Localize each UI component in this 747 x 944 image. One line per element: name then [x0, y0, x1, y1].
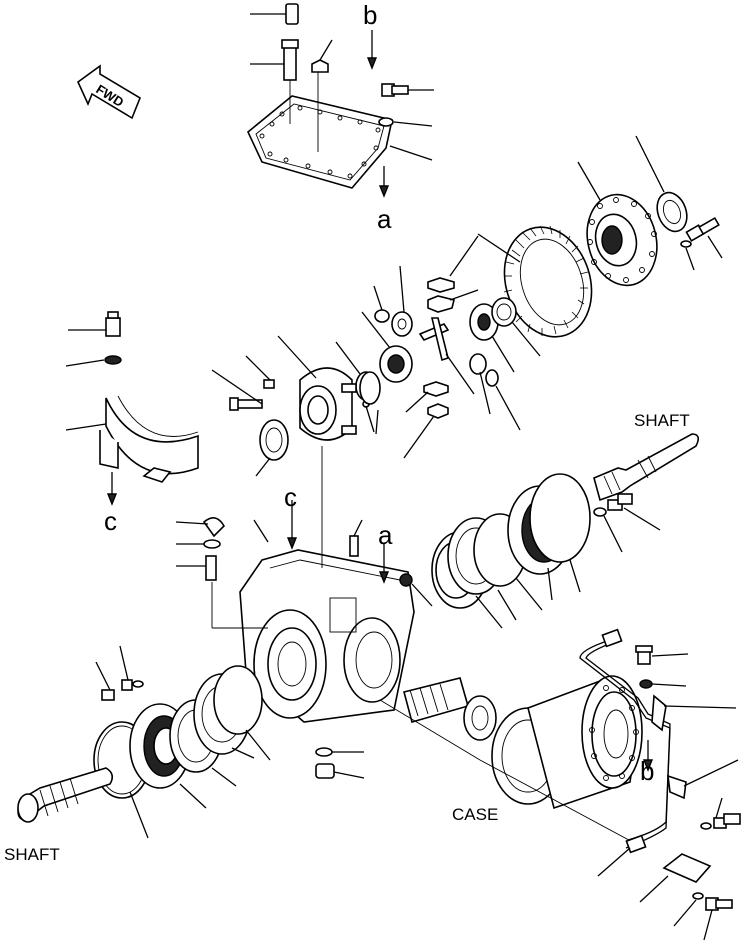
shaft-label-right: SHAFT: [634, 411, 690, 430]
case-label: CASE: [452, 805, 498, 824]
brake-pipe: b: [579, 628, 741, 941]
ref-label-c-guard: c: [104, 506, 117, 536]
cover-plate: b a: [247, 0, 434, 234]
ref-label-b-pipe: b: [640, 756, 654, 786]
differential-case-right: [577, 135, 723, 287]
bearing-carrier: [211, 335, 381, 477]
fwd-arrow-icon: FWD: [77, 64, 141, 120]
ref-label-b-top: b: [363, 0, 377, 30]
guard-bracket: c: [65, 311, 199, 536]
ring-gear: [477, 225, 593, 338]
ref-label-a-housing: a: [378, 520, 393, 550]
ref-label-c-housing: c: [284, 482, 297, 512]
brake-pack-left: SHAFT: [4, 645, 271, 864]
axle-housing: c a: [175, 446, 433, 779]
shaft-label-left: SHAFT: [4, 845, 60, 864]
final-drive-case: CASE: [379, 675, 643, 847]
brake-pack-right: SHAFT: [431, 411, 700, 629]
ref-label-a-top: a: [377, 204, 392, 234]
